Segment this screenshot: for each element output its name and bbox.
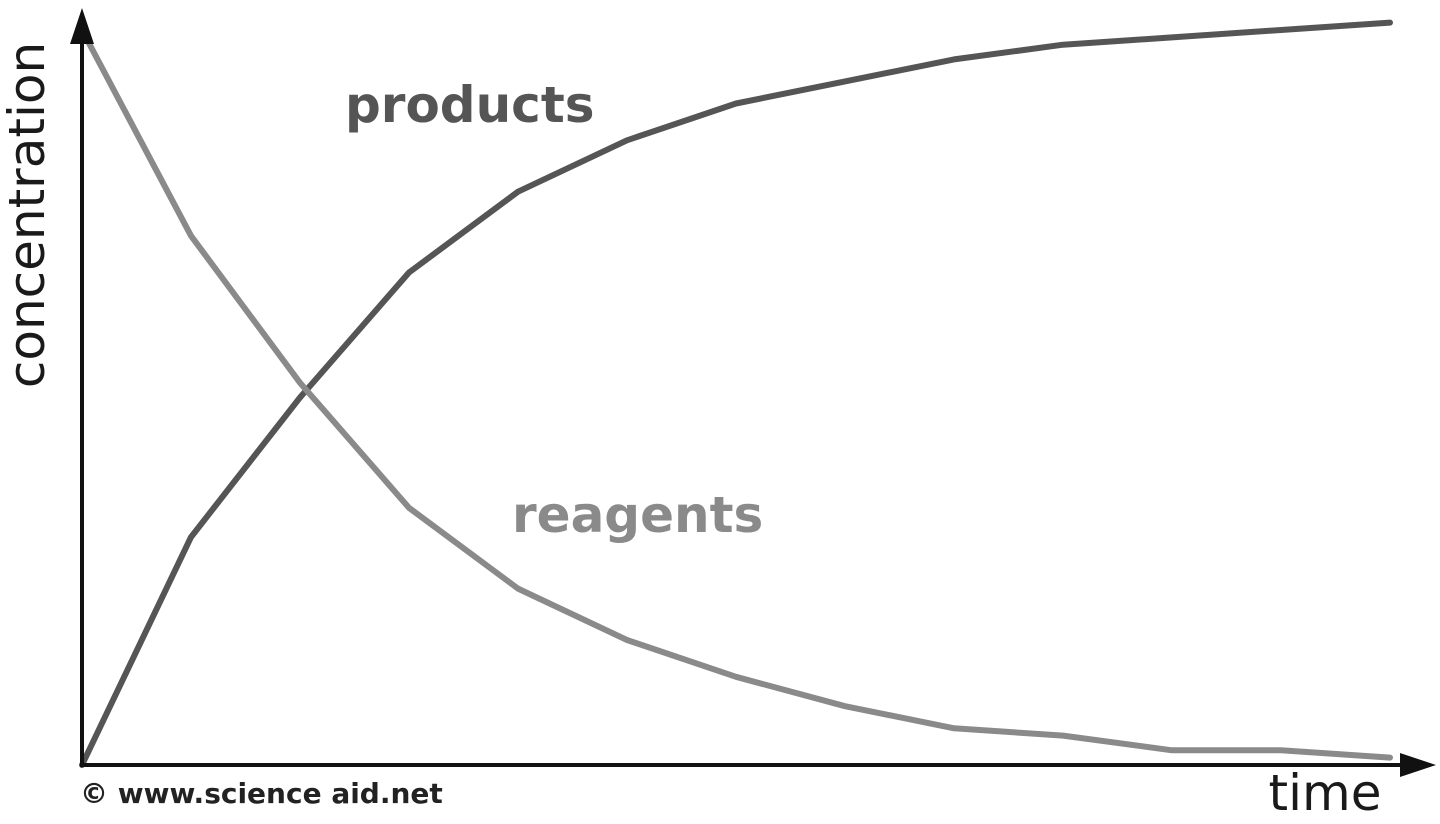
y-axis-title: concentration <box>0 42 56 388</box>
reagents-label: reagents <box>512 486 763 544</box>
reagents-series <box>79 27 1393 761</box>
x-axis-arrow-icon <box>1400 753 1436 777</box>
copyright-credit: © www.science aid.net <box>80 777 443 810</box>
x-axis-title: time <box>1269 764 1382 822</box>
reagents-line <box>79 27 1393 761</box>
y-axis-arrow-icon <box>70 8 94 44</box>
products-series <box>79 19 1393 768</box>
products-line <box>79 19 1393 768</box>
series-layer <box>79 19 1393 768</box>
plot-area <box>79 19 1393 768</box>
products-label: products <box>345 76 595 134</box>
